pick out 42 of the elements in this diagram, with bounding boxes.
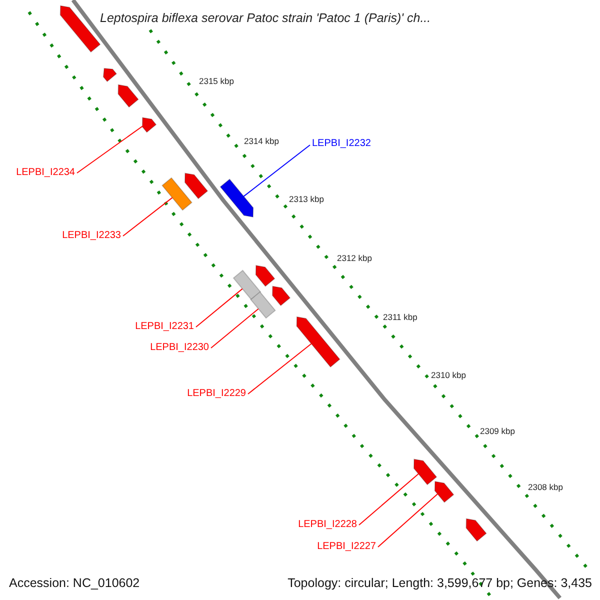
leader-line xyxy=(358,473,419,526)
gene-feature xyxy=(142,117,157,133)
scale-label: 2308 kbp xyxy=(528,483,563,492)
leader-line xyxy=(378,494,438,548)
map-title: Leptospira biflexa serovar Patoc strain 'Patoc 1 (Paris)' ch... xyxy=(100,10,431,27)
leader-line xyxy=(76,126,143,174)
scale-label: 2310 kbp xyxy=(431,371,466,380)
genome-summary-text: Topology: circular; Length: 3,599,677 bp; Genes: 3,435 xyxy=(288,575,592,592)
accession-text: Accession: NC_010602 xyxy=(9,575,140,592)
gene-feature xyxy=(466,518,487,542)
leader-line xyxy=(243,144,310,197)
leader-line xyxy=(122,197,173,236)
scale-label: 2314 kbp xyxy=(244,137,279,146)
gene-label: LEPBI_I2231 xyxy=(135,321,194,333)
gene-feature xyxy=(161,177,193,211)
gene-feature xyxy=(255,264,276,287)
gene-label: LEPBI_I2232 xyxy=(312,138,371,150)
gene-label: LEPBI_I2234 xyxy=(16,167,75,179)
gene-label: LEPBI_I2228 xyxy=(298,519,357,531)
scale-label: 2313 kbp xyxy=(289,195,324,204)
scale-label: 2309 kbp xyxy=(480,427,515,436)
gene-feature xyxy=(250,291,276,319)
leader-line xyxy=(196,288,243,328)
scale-label: 2315 kbp xyxy=(199,77,234,86)
gene-feature xyxy=(220,178,254,218)
gene-feature xyxy=(272,286,291,306)
gene-feature xyxy=(413,458,438,486)
leader-line xyxy=(248,343,312,394)
gene-feature xyxy=(232,270,262,300)
gene-feature xyxy=(296,316,340,368)
gene-feature xyxy=(434,480,454,503)
gene-feature xyxy=(60,5,101,53)
leader-line xyxy=(210,308,259,348)
gene-label: LEPBI_I2229 xyxy=(187,388,246,400)
gene-label: LEPBI_I2230 xyxy=(150,342,209,354)
gene-feature xyxy=(118,84,139,108)
gene-label: LEPBI_I2227 xyxy=(317,541,376,553)
scale-label: 2312 kbp xyxy=(337,254,372,262)
gene-feature xyxy=(102,68,118,82)
gene-feature xyxy=(184,172,208,200)
gene-label: LEPBI_I2233 xyxy=(62,230,121,242)
scale-label: 2311 kbp xyxy=(383,313,418,322)
